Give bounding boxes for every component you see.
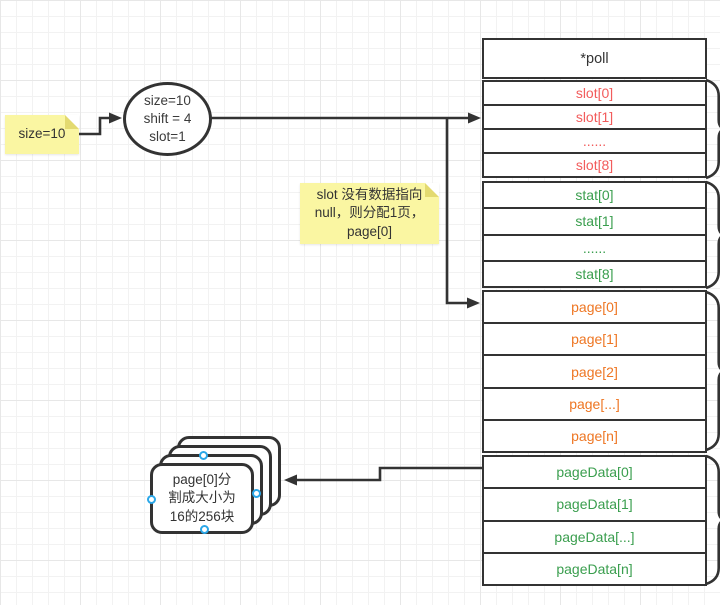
table-row-page-ellipsis[interactable]: page[...] <box>484 388 705 421</box>
slot-note-text: slot 没有数据指向 null，则分配1页， page[0] <box>314 187 425 239</box>
table-header-label: *poll <box>580 50 609 67</box>
arrowhead-branch-to-page0 <box>467 297 480 309</box>
arrow-branch-to-page0[interactable] <box>445 118 468 305</box>
pagedata-group: pageData[0] pageData[1] pageData[...] pa… <box>482 455 707 586</box>
pagedata-group-bracket[interactable] <box>705 454 720 586</box>
table-row-stat0[interactable]: stat[0] <box>484 183 705 210</box>
arrow-table-to-stack[interactable] <box>297 466 482 482</box>
slot-note[interactable]: slot 没有数据指向 null，则分配1页， page[0] <box>300 183 439 244</box>
arrow-sizenote-to-ellipse[interactable] <box>78 116 110 136</box>
page-group-bracket[interactable] <box>705 290 720 452</box>
page-group: page[0] page[1] page[2] page[...] page[n… <box>482 290 707 453</box>
note-fold-icon <box>425 183 439 197</box>
pool-params-ellipse[interactable]: size=10 shift = 4 slot=1 <box>123 82 212 156</box>
page-stack[interactable]: page[0]分 割成大小为 16的256块 <box>150 436 282 535</box>
slot-group-bracket[interactable] <box>705 78 720 180</box>
table-row-stat8[interactable]: stat[8] <box>484 261 705 286</box>
table-row-page0[interactable]: page[0] <box>484 292 705 325</box>
selection-handle-bottom[interactable] <box>200 525 209 534</box>
table-row-pagedata-ellipsis[interactable]: pageData[...] <box>484 521 705 554</box>
table-row-pagedata1[interactable]: pageData[1] <box>484 489 705 522</box>
page-stack-layer-front[interactable]: page[0]分 割成大小为 16的256块 <box>150 463 254 534</box>
page-stack-text: page[0]分 割成大小为 16的256块 <box>168 472 236 524</box>
selection-handle-left[interactable] <box>147 495 156 504</box>
table-row-stat1[interactable]: stat[1] <box>484 209 705 236</box>
selection-handle-right[interactable] <box>252 489 261 498</box>
table-row-pagedata0[interactable]: pageData[0] <box>484 457 705 490</box>
table-row-slot8[interactable]: slot[8] <box>484 154 705 176</box>
stat-group: stat[0] stat[1] ...... stat[8] <box>482 181 707 288</box>
table-row-slot0[interactable]: slot[0] <box>484 82 705 106</box>
table-row-stat-ellipsis[interactable]: ...... <box>484 235 705 262</box>
table-header-poll[interactable]: *poll <box>482 38 707 79</box>
table-row-pagedatan[interactable]: pageData[n] <box>484 553 705 584</box>
arrowhead-sizenote-to-ellipse <box>109 112 122 124</box>
stat-group-bracket[interactable] <box>705 180 720 290</box>
arrowhead-table-to-stack <box>284 474 297 486</box>
size-note-text: size=10 <box>18 126 66 142</box>
arrowhead-ellipse-to-slot <box>468 112 481 124</box>
table-row-slot1[interactable]: slot[1] <box>484 106 705 130</box>
table-row-slot-ellipsis[interactable]: ...... <box>484 130 705 154</box>
selection-handle-top[interactable] <box>199 451 208 460</box>
table-row-page1[interactable]: page[1] <box>484 324 705 357</box>
table-row-page2[interactable]: page[2] <box>484 356 705 389</box>
note-fold-icon <box>65 115 79 129</box>
table-row-pagen[interactable]: page[n] <box>484 420 705 452</box>
size-note[interactable]: size=10 <box>5 115 79 154</box>
slot-group: slot[0] slot[1] ...... slot[8] <box>482 80 707 178</box>
pool-params-text: size=10 shift = 4 slot=1 <box>143 92 192 145</box>
